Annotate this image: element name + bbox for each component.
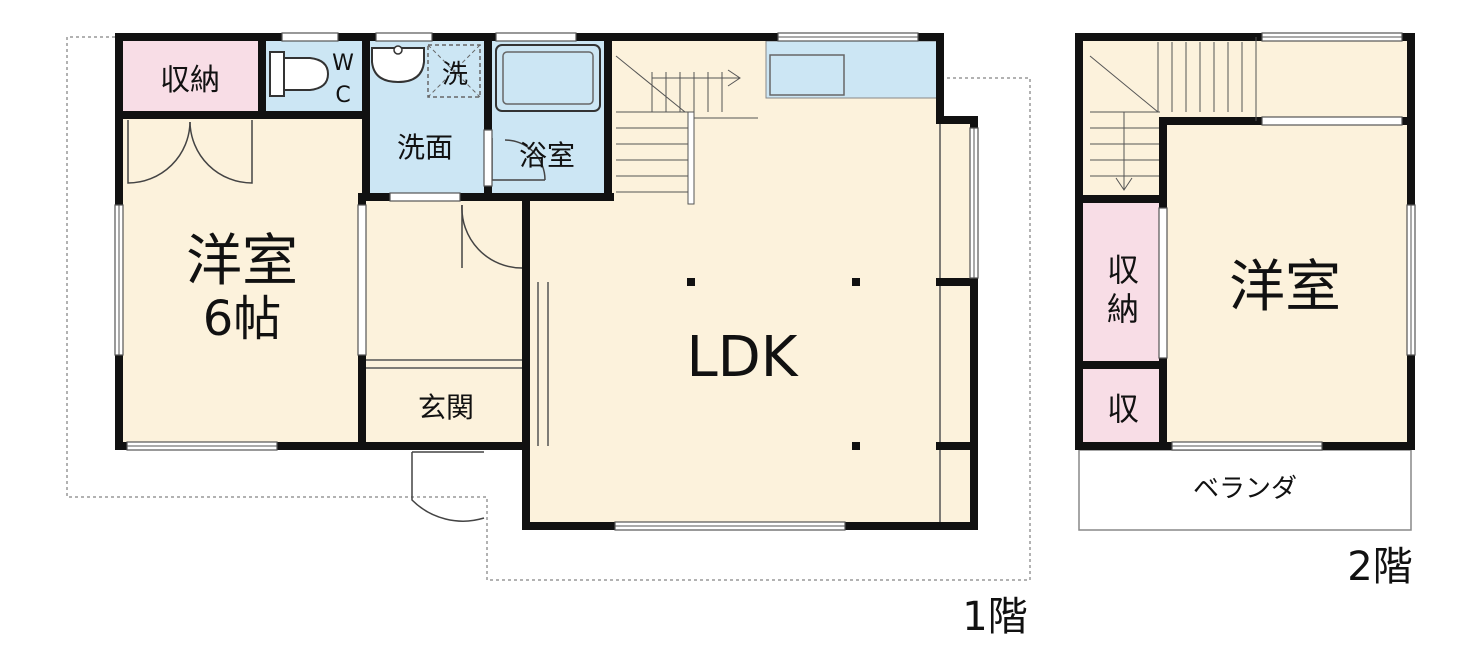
stairs-floor2: [1089, 42, 1243, 191]
f2-label-storage-a: 収: [1107, 251, 1139, 289]
f2-label-balcony: ベランダ: [1193, 474, 1297, 504]
f2-western-area: [1163, 121, 1411, 446]
label-wash: 洗: [442, 60, 468, 90]
bath-area: [488, 37, 608, 197]
label-storage: 収納: [160, 63, 220, 98]
storage-area: [119, 37, 260, 115]
kitchen-counter: [765, 40, 939, 99]
label-washroom: 洗面: [397, 131, 453, 164]
washing-machine-spot: [427, 44, 481, 98]
label-wc-w: W: [332, 51, 354, 76]
western-room-area: [119, 115, 362, 446]
f2-stair-area: [1083, 37, 1163, 197]
floor-2: 洋室 収 納 収 ベランダ 2階: [1075, 32, 1416, 590]
thin-lines-floor1: [362, 120, 941, 526]
wash-basin: [371, 47, 425, 84]
floor-1: 収納 W C 洗 洗面 浴室 洋室 6帖 LDK 玄関 1階: [66, 32, 1031, 640]
f2-small-storage-area: [1083, 368, 1163, 446]
label-entrance: 玄関: [418, 391, 474, 424]
label-floor-2: 2階: [1347, 544, 1412, 590]
label-wc-c: C: [335, 83, 350, 108]
ldk-area: [526, 197, 974, 529]
toilet-bowl: [283, 57, 330, 91]
label-ldk: LDK: [686, 325, 798, 390]
f2-balcony-area: [1078, 449, 1412, 531]
faucet: [393, 45, 403, 55]
f2-label-small-storage: 収: [1107, 390, 1139, 428]
f2-storage-area: [1083, 203, 1163, 363]
bathtub-inner: [502, 51, 594, 105]
label-bath: 浴室: [519, 139, 575, 172]
f2-hall-area: [1163, 37, 1411, 121]
label-western-room: 洋室: [186, 229, 298, 294]
label-western-size: 6帖: [203, 291, 282, 347]
hall-area: [362, 197, 526, 447]
stairs-floor1: [615, 55, 758, 205]
label-floor-1: 1階: [962, 594, 1027, 640]
toilet-tank: [269, 51, 285, 97]
washer-diag-2: [427, 44, 481, 98]
stair-area: [608, 37, 766, 197]
window-lines-floor1: [118, 36, 975, 527]
posts-floor1: [687, 278, 860, 450]
bathtub: [495, 44, 601, 112]
window-lines-floor2: [1172, 36, 1412, 447]
sink: [769, 54, 845, 96]
f2-label-storage-b: 納: [1107, 290, 1139, 328]
f2-label-western-room: 洋室: [1229, 255, 1341, 320]
ldk-east-area: [940, 120, 974, 220]
